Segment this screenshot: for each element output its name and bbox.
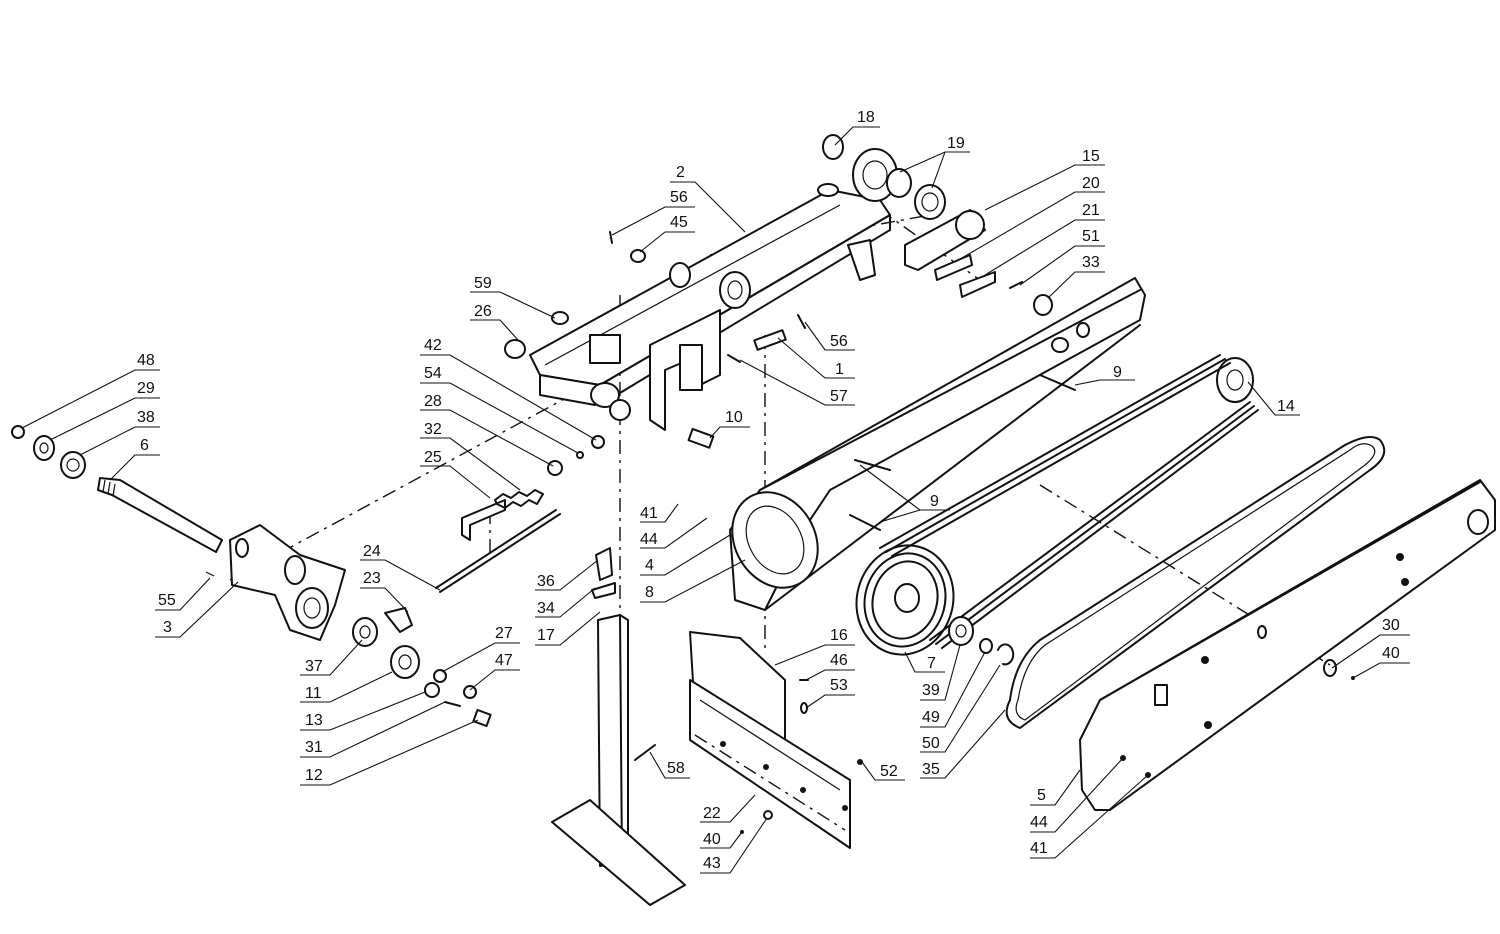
callout-48: 48 [137,352,155,369]
callout-22: 22 [703,805,721,822]
callout-20: 20 [1082,175,1100,192]
callout-33: 33 [1082,254,1100,271]
callout-44b: 44 [1030,814,1048,831]
callout-13: 13 [305,712,323,729]
callout-5: 5 [1037,787,1046,804]
callout-7: 7 [927,655,936,672]
callout-25: 25 [424,449,442,466]
spring-bracket [461,311,605,541]
callout-14: 14 [1277,398,1295,415]
callout-34: 34 [537,600,555,617]
callout-41a: 41 [640,505,658,522]
callout-56b: 56 [830,333,848,350]
callout-leaders [21,126,1410,874]
callout-15: 15 [1082,148,1100,165]
callout-27: 27 [495,625,513,642]
cover-plate [1079,479,1496,811]
main-frame-beam [529,148,898,431]
callout-40b: 40 [1382,645,1400,662]
callout-29: 29 [137,380,155,397]
callout-16: 16 [830,627,848,644]
callout-57: 57 [830,388,848,405]
callout-54: 54 [424,365,442,382]
callout-35: 35 [922,761,940,778]
guard-plate [689,631,863,849]
callout-47: 47 [495,652,513,669]
callout-46: 46 [830,652,848,669]
callout-41b: 41 [1030,840,1048,857]
belt-housing [729,277,1146,611]
callout-10: 10 [725,409,743,426]
callout-18: 18 [857,109,875,126]
callout-39: 39 [922,682,940,699]
callout-11: 11 [305,685,322,702]
callout-56a: 56 [670,189,688,206]
callout-21: 21 [1082,202,1100,219]
callout-23: 23 [363,570,381,587]
callout-50: 50 [922,735,940,752]
callout-9a: 9 [1113,364,1122,381]
callout-labels: 48 29 38 6 55 3 37 11 13 31 12 27 47 24 … [137,109,1400,872]
callout-3: 3 [163,619,172,636]
callout-42: 42 [424,337,442,354]
callout-17: 17 [537,627,555,644]
pulleys-belts [855,354,1386,729]
callout-30: 30 [1382,617,1400,634]
callout-4: 4 [645,557,654,574]
callout-9b: 9 [930,493,939,510]
callout-43: 43 [703,855,721,872]
callout-28: 28 [424,393,442,410]
callout-58: 58 [667,760,685,777]
callout-55: 55 [158,592,176,609]
callout-12: 12 [305,767,323,784]
callout-44a: 44 [640,531,658,548]
callout-36: 36 [537,573,555,590]
callout-51: 51 [1082,228,1100,245]
callout-26: 26 [474,303,492,320]
stand [551,547,686,906]
callout-45: 45 [670,214,688,231]
callout-19: 19 [947,135,965,152]
shaft-assembly [11,425,561,728]
callout-31: 31 [305,739,323,756]
callout-8: 8 [645,584,654,601]
callout-24: 24 [363,543,381,560]
callout-6: 6 [140,437,149,454]
callout-32: 32 [424,421,442,438]
callout-53: 53 [830,677,848,694]
callout-37: 37 [305,658,323,675]
top-right-hardware [609,134,1053,449]
callout-38: 38 [137,409,155,426]
callout-59: 59 [474,275,492,292]
callout-40a: 40 [703,831,721,848]
callout-49: 49 [922,709,940,726]
callout-1: 1 [835,361,844,378]
callout-52: 52 [880,763,898,780]
callout-2: 2 [676,164,685,181]
